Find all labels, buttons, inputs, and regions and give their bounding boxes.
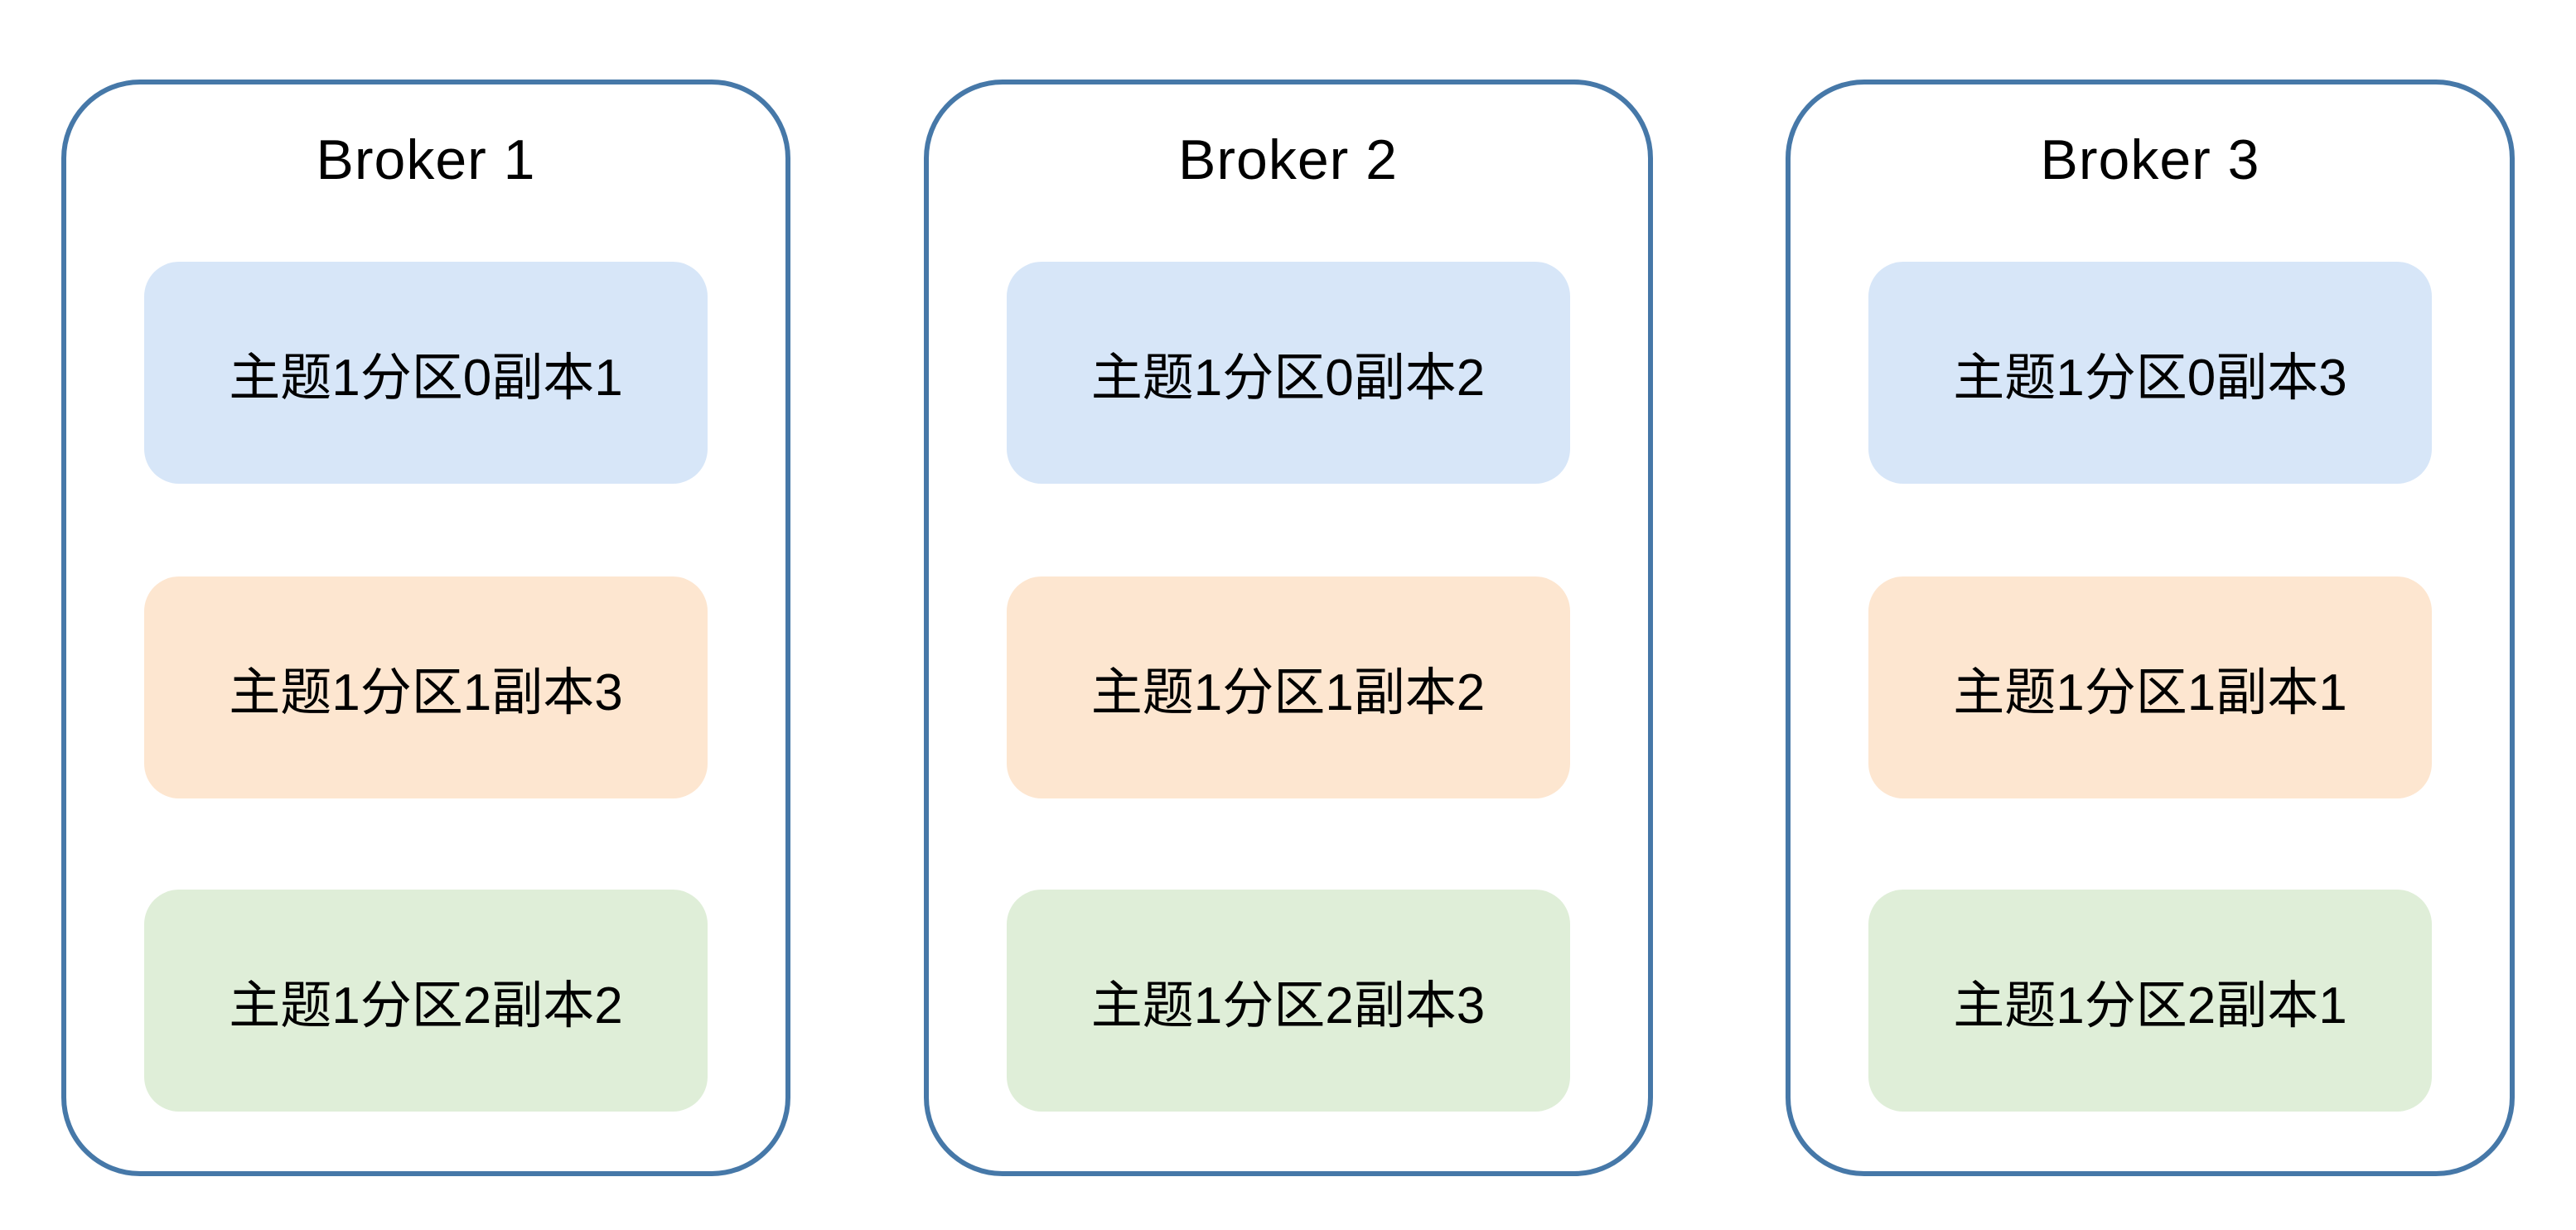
replica-cell: 主题1分区2副本3 [1006,890,1570,1112]
replica-cell: 主题1分区2副本1 [1868,890,2432,1112]
replica-cell: 主题1分区0副本3 [1868,262,2432,484]
replica-cell: 主题1分区1副本2 [1006,576,1570,798]
broker-box-3: Broker 3 主题1分区0副本3 主题1分区1副本1 主题1分区2副本1 [1786,80,2515,1176]
broker-title: Broker 3 [2040,128,2260,191]
replica-cell: 主题1分区0副本1 [144,262,708,484]
replica-cell: 主题1分区2副本2 [144,890,708,1112]
replica-cell: 主题1分区1副本3 [144,576,708,798]
broker-box-2: Broker 2 主题1分区0副本2 主题1分区1副本2 主题1分区2副本3 [923,80,1653,1176]
broker-box-1: Broker 1 主题1分区0副本1 主题1分区1副本3 主题1分区2副本2 [61,80,790,1176]
broker-title: Broker 1 [316,128,536,191]
replica-cell: 主题1分区1副本1 [1868,576,2432,798]
broker-title: Broker 2 [1178,128,1398,191]
replica-cell: 主题1分区0副本2 [1006,262,1570,484]
